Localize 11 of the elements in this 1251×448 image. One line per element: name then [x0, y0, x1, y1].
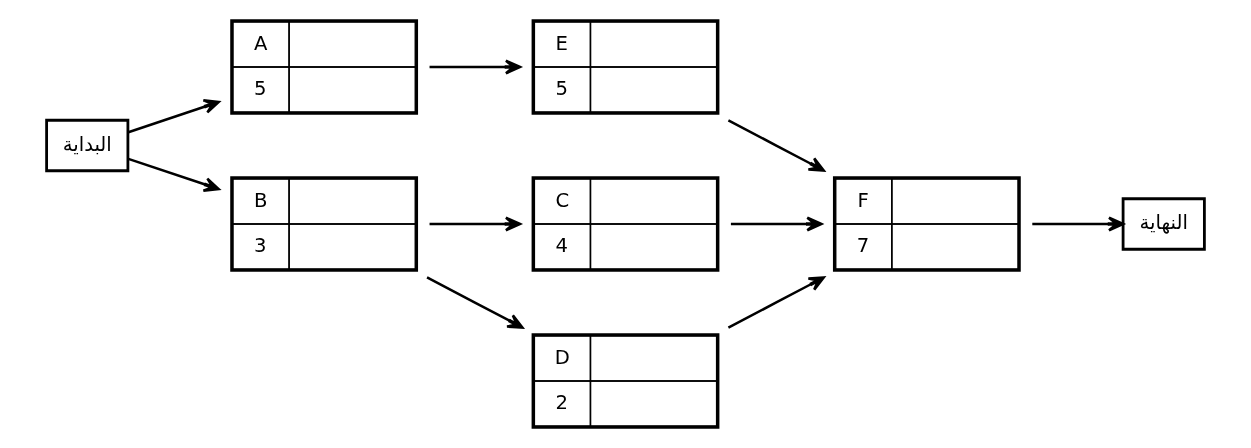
node-box: البداية — [45, 118, 130, 173]
arrow — [727, 119, 825, 172]
arrow — [1032, 216, 1125, 232]
node-box: النهاية — [1121, 197, 1206, 251]
arrow — [727, 276, 825, 329]
arrow — [127, 157, 220, 192]
arrow — [426, 276, 524, 329]
arrow — [127, 99, 220, 134]
arrow — [429, 59, 522, 75]
arrow — [429, 216, 522, 232]
arrow — [730, 216, 823, 232]
